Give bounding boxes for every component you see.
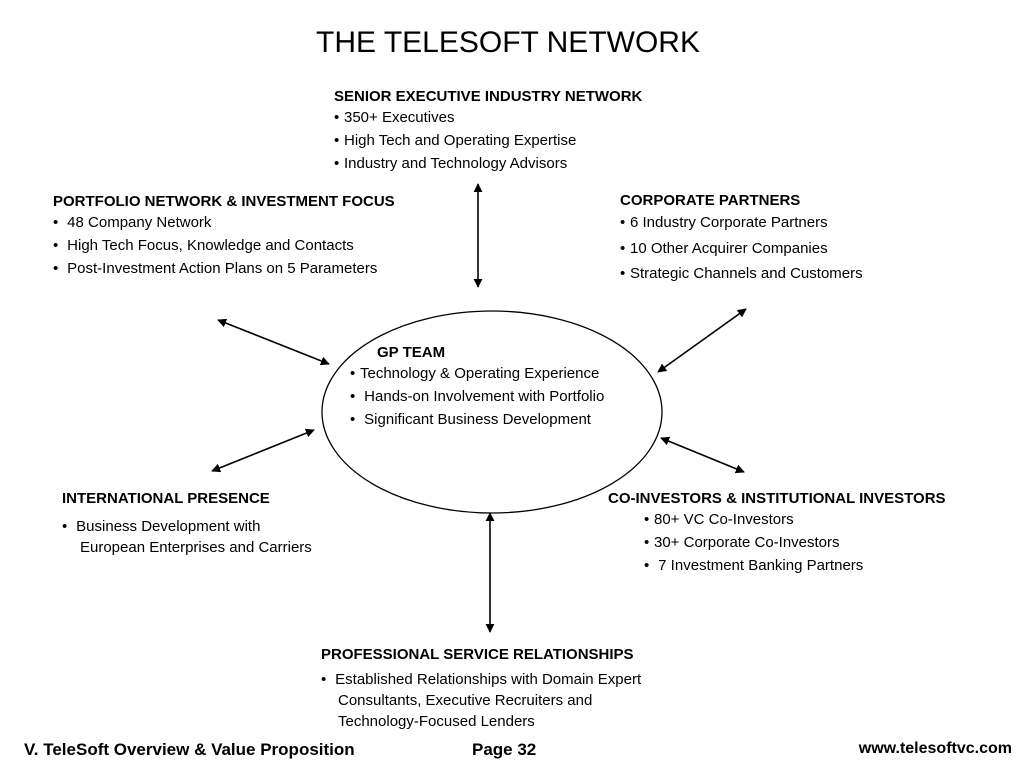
bullet-icon: •: [620, 214, 626, 231]
list-item: • Hands-on Involvement with Portfolio: [350, 385, 604, 408]
senior-executive-network-block: SENIOR EXECUTIVE INDUSTRY NETWORK •350+ …: [334, 88, 642, 175]
bullet-icon: •: [644, 511, 650, 528]
bullet-icon: •: [321, 671, 327, 688]
list-item: • Established Relationships with Domain …: [321, 671, 642, 730]
bullet-icon: •: [350, 388, 356, 405]
list-item: • 48 Company Network: [53, 211, 395, 234]
list-item: •30+ Corporate Co-Investors: [644, 531, 946, 554]
arrow-to-corporate: [657, 308, 747, 373]
bullet-icon: •: [334, 132, 340, 149]
international-list: • Business Development with European Ent…: [62, 516, 312, 558]
gp-team-block: GP TEAM •Technology & Operating Experien…: [350, 344, 604, 431]
bullet-icon: •: [334, 109, 340, 126]
bullet-icon: •: [334, 155, 340, 172]
professional-service-list: • Established Relationships with Domain …: [321, 669, 641, 732]
senior-executive-heading: SENIOR EXECUTIVE INDUSTRY NETWORK: [334, 88, 643, 105]
co-investors-heading: CO-INVESTORS & INSTITUTIONAL INVESTORS: [608, 490, 946, 507]
bullet-icon: •: [62, 518, 68, 535]
bullet-icon: •: [350, 411, 356, 428]
list-item: •Technology & Operating Experience: [350, 362, 604, 385]
footer-page-number: Page 32: [472, 740, 537, 759]
arrow-to-coinvestors: [660, 436, 745, 474]
list-item: •6 Industry Corporate Partners: [620, 210, 863, 236]
bullet-icon: •: [53, 214, 59, 231]
list-item: • Post-Investment Action Plans on 5 Para…: [53, 257, 395, 280]
list-item: • High Tech Focus, Knowledge and Contact…: [53, 234, 395, 257]
arrow-to-portfolio: [217, 318, 330, 366]
portfolio-list: • 48 Company Network • High Tech Focus, …: [53, 211, 395, 280]
international-presence-block: INTERNATIONAL PRESENCE • Business Develo…: [62, 490, 312, 558]
list-item: •10 Other Acquirer Companies: [620, 236, 863, 262]
bullet-icon: •: [620, 265, 626, 282]
international-heading: INTERNATIONAL PRESENCE: [62, 490, 270, 507]
list-item: •High Tech and Operating Expertise: [334, 129, 642, 152]
professional-service-heading: PROFESSIONAL SERVICE RELATIONSHIPS: [321, 646, 634, 663]
list-item: • Business Development with European Ent…: [62, 518, 312, 556]
list-item: •Strategic Channels and Customers: [620, 261, 863, 287]
bullet-icon: •: [644, 534, 650, 551]
portfolio-heading: PORTFOLIO NETWORK & INVESTMENT FOCUS: [53, 193, 395, 210]
footer-section-label: V. TeleSoft Overview & Value Proposition: [24, 740, 355, 759]
list-item: •Industry and Technology Advisors: [334, 152, 642, 175]
bullet-icon: •: [53, 260, 59, 277]
page-title: THE TELESOFT NETWORK: [316, 26, 700, 59]
corporate-partners-list: •6 Industry Corporate Partners •10 Other…: [620, 210, 863, 287]
list-item: •350+ Executives: [334, 106, 642, 129]
arrow-to-international: [211, 428, 315, 473]
corporate-partners-heading: CORPORATE PARTNERS: [620, 192, 801, 209]
professional-service-block: PROFESSIONAL SERVICE RELATIONSHIPS • Est…: [321, 646, 641, 732]
list-item: • Significant Business Development: [350, 408, 604, 431]
bullet-icon: •: [350, 365, 356, 382]
co-investors-block: CO-INVESTORS & INSTITUTIONAL INVESTORS •…: [608, 490, 946, 577]
bullet-icon: •: [53, 237, 59, 254]
bullet-icon: •: [644, 557, 650, 574]
list-item: •80+ VC Co-Investors: [644, 508, 946, 531]
co-investors-list: •80+ VC Co-Investors •30+ Corporate Co-I…: [608, 508, 946, 577]
bullet-icon: •: [620, 239, 626, 257]
gp-team-heading: GP TEAM: [377, 344, 446, 361]
list-item: • 7 Investment Banking Partners: [644, 554, 946, 577]
gp-team-list: •Technology & Operating Experience • Han…: [350, 362, 604, 431]
senior-executive-list: •350+ Executives •High Tech and Operatin…: [334, 106, 642, 175]
corporate-partners-block: CORPORATE PARTNERS •6 Industry Corporate…: [620, 192, 863, 287]
portfolio-network-block: PORTFOLIO NETWORK & INVESTMENT FOCUS • 4…: [53, 193, 395, 280]
footer-website-link[interactable]: www.telesoftvc.com: [858, 740, 1012, 757]
